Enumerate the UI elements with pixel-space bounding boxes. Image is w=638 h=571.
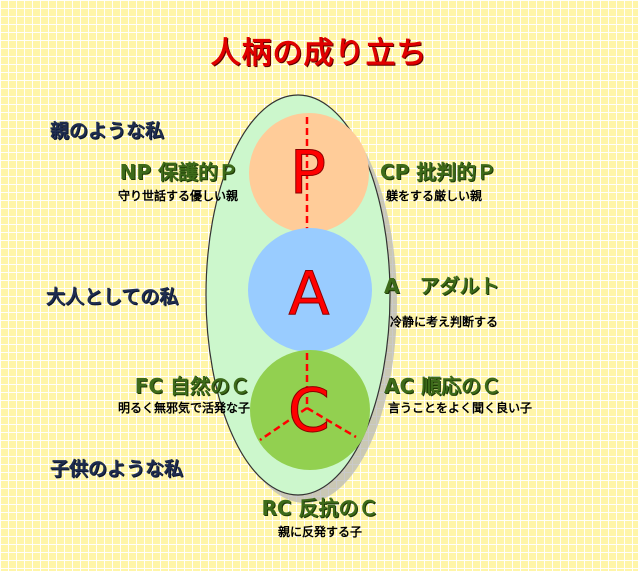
ego-ac: AC 順応のＣ 言うことをよく聞く良い子: [384, 370, 532, 416]
p-circle: [249, 113, 369, 233]
c-divider-line-right: [306, 406, 357, 439]
ego-ac-desc: 言うことをよく聞く良い子: [388, 401, 533, 415]
p-letter: P: [290, 138, 326, 208]
ego-rc-desc: 親に反発する子: [277, 525, 362, 539]
ego-cp-desc: 躾をする厳しい親: [386, 189, 483, 203]
ego-fc: FC 自然のＣ 明るく無邪気で活発な子: [70, 370, 250, 416]
ego-np: NP 保護的Ｐ 守り世話する優しい親: [78, 156, 238, 204]
a-circle: [248, 228, 372, 352]
ego-np-desc: 守り世話する優しい親: [117, 189, 238, 203]
ego-rc-title: RC 反抗のＣ: [261, 496, 379, 520]
ego-fc-desc: 明るく無邪気で活発な子: [117, 401, 250, 415]
ego-cp-title: CP 批判的Ｐ: [380, 160, 497, 184]
a-letter: A: [288, 259, 329, 329]
ego-a-title: A アダルト: [384, 274, 500, 298]
ego-np-title: NP 保護的Ｐ: [119, 160, 238, 184]
ego-fc-title: FC 自然のＣ: [134, 374, 250, 398]
ego-cp: CP 批判的Ｐ 躾をする厳しい親: [380, 156, 496, 204]
c-divider-line-left: [259, 406, 308, 442]
side-label-child: 子供のような私: [50, 458, 184, 480]
side-label-parent: 親のような私: [50, 120, 165, 142]
ego-ac-title: AC 順応のＣ: [384, 374, 502, 398]
c-letter: C: [288, 376, 330, 446]
ego-a-desc: 冷静に考え判断する: [390, 315, 499, 329]
ego-rc: RC 反抗のＣ 親に反発する子: [220, 492, 420, 540]
side-label-adult: 大人としての私: [46, 286, 179, 308]
ego-a: A アダルト 冷静に考え判断する: [384, 270, 499, 330]
page-title: 人柄の成り立ち: [210, 36, 428, 71]
